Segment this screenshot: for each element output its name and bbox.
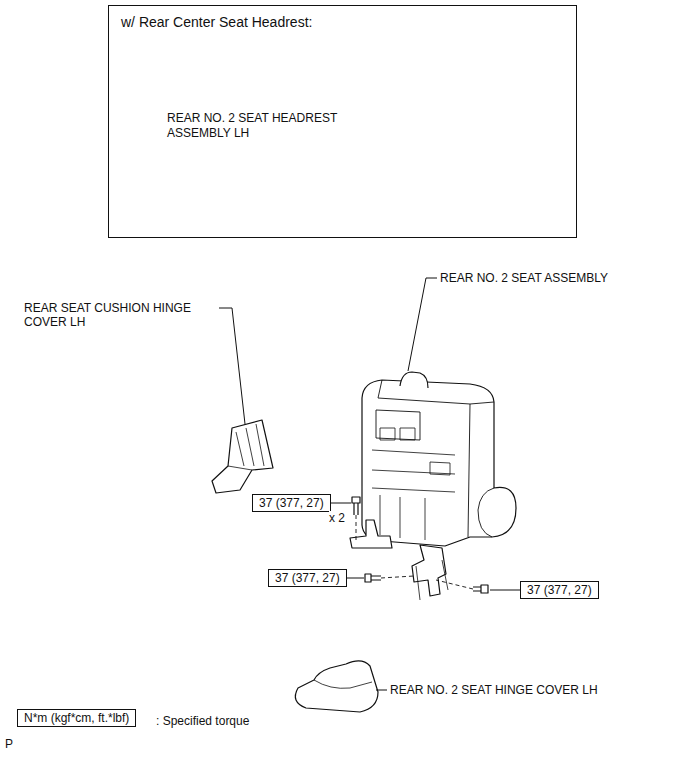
part-name: REAR NO. 2 SEAT HEADREST ASSEMBLY LH — [167, 111, 342, 141]
cushion-hinge-cover-drawing — [212, 420, 273, 493]
part-name: REAR NO. 2 SEAT HINGE COVER LH — [390, 683, 598, 697]
seat-assembly-drawing — [350, 372, 516, 600]
option-box: w/ Rear Center Seat Headrest: REAR NO. 2 … — [108, 5, 577, 238]
leader-line — [331, 503, 351, 504]
part-name: REAR NO. 2 SEAT ASSEMBLY — [440, 271, 608, 285]
torque-value-box: 37 (377, 27) — [520, 581, 599, 599]
figure-code: P — [5, 737, 13, 751]
seat-hinge-cover-drawing — [295, 661, 378, 712]
unit-label: N*m (kgf*cm, ft.*lbf) — [24, 711, 129, 725]
torque-value-box: 37 (377, 27) — [268, 569, 347, 587]
part-name: REAR SEAT CUSHION HINGE COVER LH — [24, 301, 219, 329]
leader-line — [376, 690, 387, 691]
quantity: x 2 — [329, 511, 345, 525]
option-heading: w/ Rear Center Seat Headrest: — [121, 14, 312, 31]
legend-text: : Specified torque — [156, 714, 249, 728]
leader-line — [408, 278, 437, 371]
torque-value-box: 37 (377, 27) — [252, 494, 331, 512]
torque-value: 37 (377, 27) — [259, 496, 324, 510]
legend-sample-box: N*m (kgf*cm, ft.*lbf) — [17, 709, 136, 727]
torque-value: 37 (377, 27) — [275, 571, 340, 585]
torque-value: 37 (377, 27) — [527, 583, 592, 597]
leader-line — [347, 578, 364, 579]
leader-line — [490, 590, 520, 591]
